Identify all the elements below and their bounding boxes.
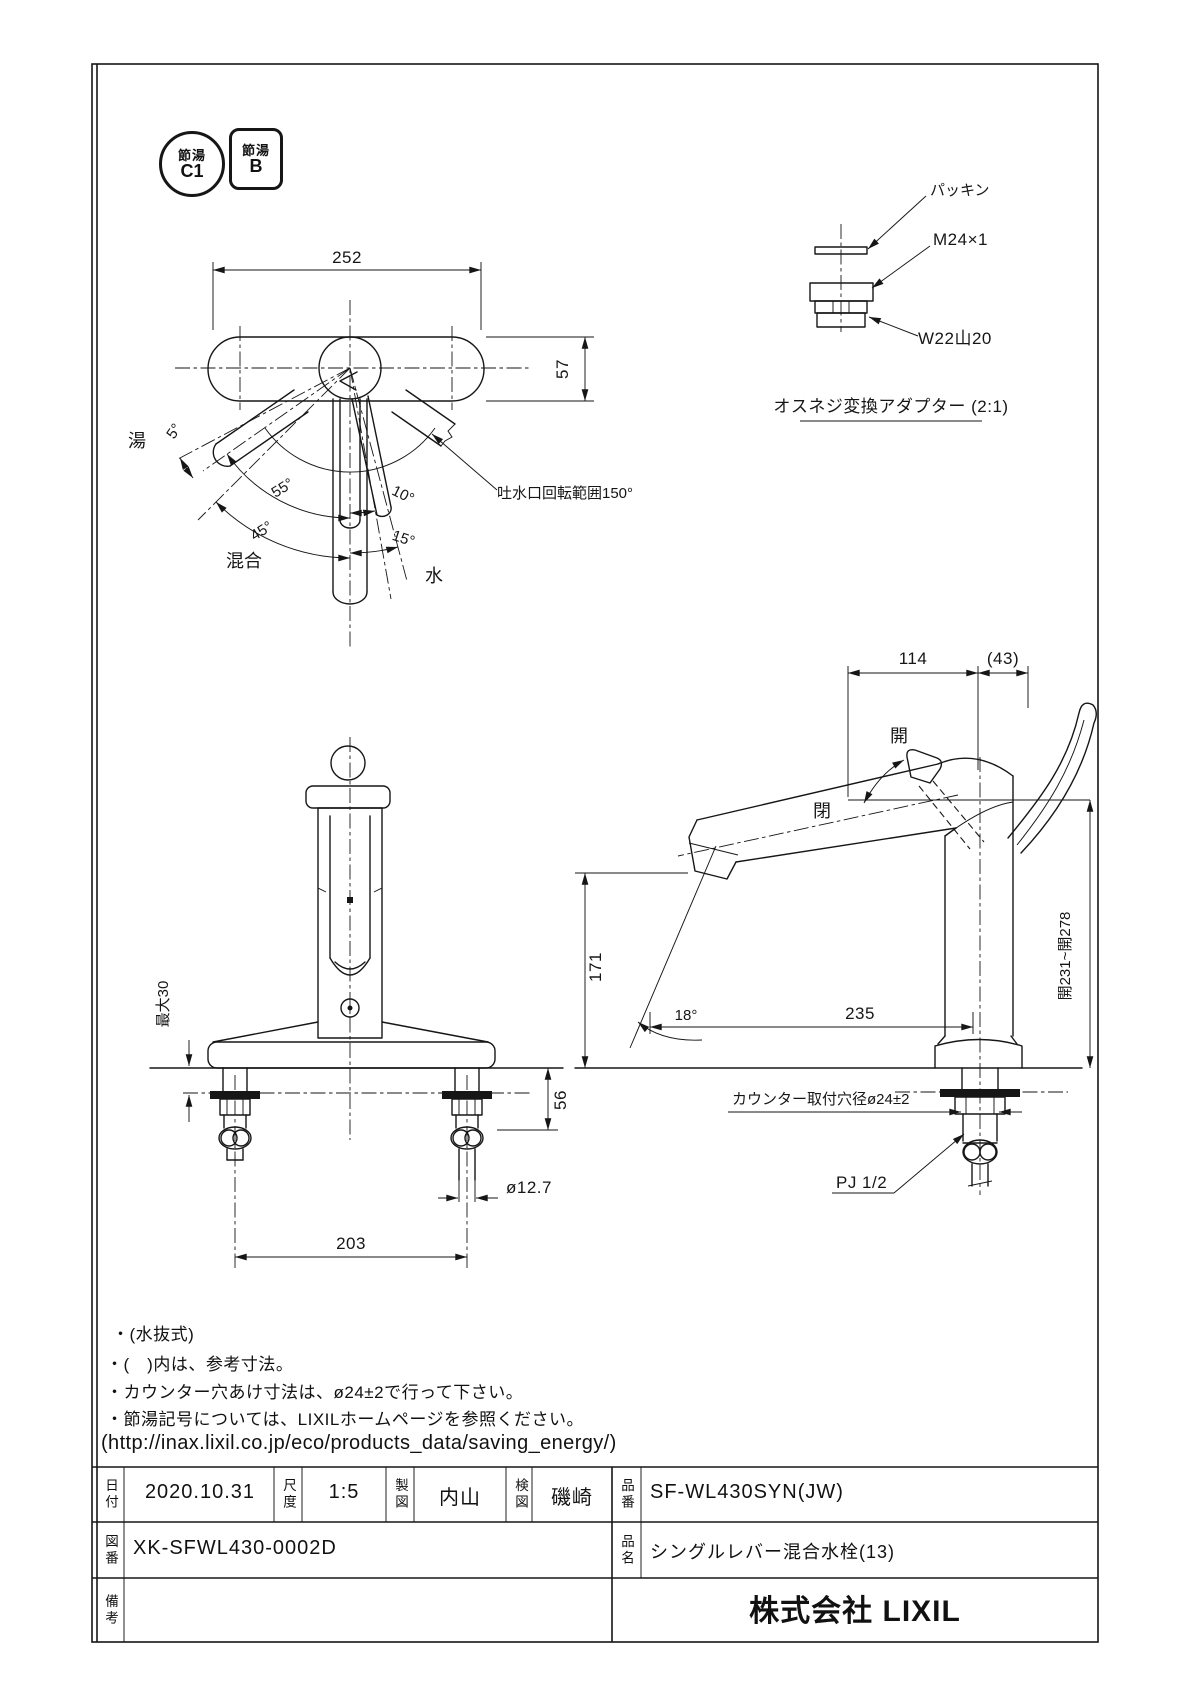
eco-badge-b-text: 節湯 (241, 142, 270, 158)
note-line-url: (http://inax.lixil.co.jp/eco/products_da… (101, 1432, 617, 1454)
title-checker-label: 検図 (513, 1478, 528, 1511)
sheet-frame (91, 63, 1099, 1643)
company-logo-text: 株式会社 LIXIL (749, 1595, 961, 1628)
title-drafter-value: 内山 (439, 1487, 481, 1509)
eco-badge-b: 節湯 B (229, 128, 283, 190)
label-thread-m24: M24×1 (933, 230, 988, 249)
label-cold-water: 水 (425, 566, 443, 586)
dim-235: 235 (845, 1004, 875, 1023)
title-product-value: シングルレバー混合水栓(13) (650, 1542, 896, 1562)
note-line-1: ・(水抜式) (112, 1325, 195, 1344)
title-drawingno-label: 図番 (103, 1533, 118, 1567)
title-drafter-label: 製図 (393, 1478, 408, 1511)
dim-203: 203 (336, 1234, 366, 1253)
adapter-caption: オスネジ変換アダプター (2:1) (773, 397, 1008, 416)
dim-max30: 最大30 (155, 981, 172, 1028)
note-line-4: ・節湯記号については、LIXILホームページを参照ください。 (106, 1410, 584, 1429)
angle-18: 18° (675, 1007, 698, 1024)
dim-43: (43) (987, 649, 1019, 668)
dim-56: 56 (551, 1090, 570, 1110)
angle-55: 55° (268, 475, 296, 501)
plan-view: 252 57 5° 55° 45° 10° 15° 湯 混合 水 吐水口回転範囲… (128, 248, 633, 648)
title-remarks-label: 備考 (103, 1593, 118, 1627)
eco-badge-c1-class: C1 (180, 160, 204, 181)
eco-badge-c1: 節湯 C1 (159, 131, 225, 197)
dim-dia-12-7: ø12.7 (506, 1178, 552, 1197)
dim-open-range: 開231~開278 (1057, 912, 1074, 1001)
label-thread-w22: W22山20 (918, 329, 992, 348)
label-mix-water: 混合 (226, 551, 262, 571)
title-checker-value: 磯崎 (551, 1487, 593, 1509)
title-date-label: 日付 (103, 1478, 118, 1511)
note-counter-hole: カウンター取付穴径ø24±2 (732, 1091, 909, 1108)
adapter-detail: パッキン M24×1 W22山20 オスネジ変換アダプター (2:1) (773, 182, 1008, 422)
front-view: 最大30 56 ø12.7 203 (149, 737, 570, 1268)
label-packing: パッキン (930, 182, 990, 199)
note-line-2: ・( )内は、参考寸法。 (106, 1355, 294, 1374)
angle-5: 5° (163, 421, 185, 443)
eco-badge-b-class: B (249, 155, 263, 176)
spout-rotation-note: 吐水口回転範囲150° (497, 484, 633, 502)
note-line-3: ・カウンター穴あけ寸法は、ø24±2で行って下さい。 (106, 1383, 524, 1402)
title-scale-value: 1:5 (328, 1481, 360, 1503)
angle-10: 10° (389, 482, 417, 507)
title-partno-value: SF-WL430SYN(JW) (650, 1481, 844, 1503)
label-hot-water: 湯 (128, 431, 146, 451)
title-scale-label: 尺度 (281, 1478, 296, 1511)
dim-114: 114 (899, 649, 928, 668)
dim-252: 252 (332, 248, 362, 267)
eco-badge-c1-text: 節湯 (177, 147, 206, 163)
title-partno-label: 品番 (619, 1478, 634, 1511)
dim-57: 57 (553, 359, 572, 379)
angle-15: 15° (390, 527, 417, 550)
dim-171: 171 (586, 952, 605, 982)
label-open: 開 (890, 726, 908, 746)
title-date-value: 2020.10.31 (144, 1481, 256, 1503)
title-drawingno-value: XK-SFWL430-0002D (133, 1537, 337, 1559)
title-product-label: 品名 (619, 1533, 634, 1567)
title-block-grid (92, 1466, 1098, 1642)
label-closed: 閉 (813, 801, 831, 821)
label-pj-connection: PJ 1/2 (836, 1173, 887, 1192)
side-view: 開 閉 114 (43) 開231~開278 171 18° 235 (574, 649, 1097, 1195)
